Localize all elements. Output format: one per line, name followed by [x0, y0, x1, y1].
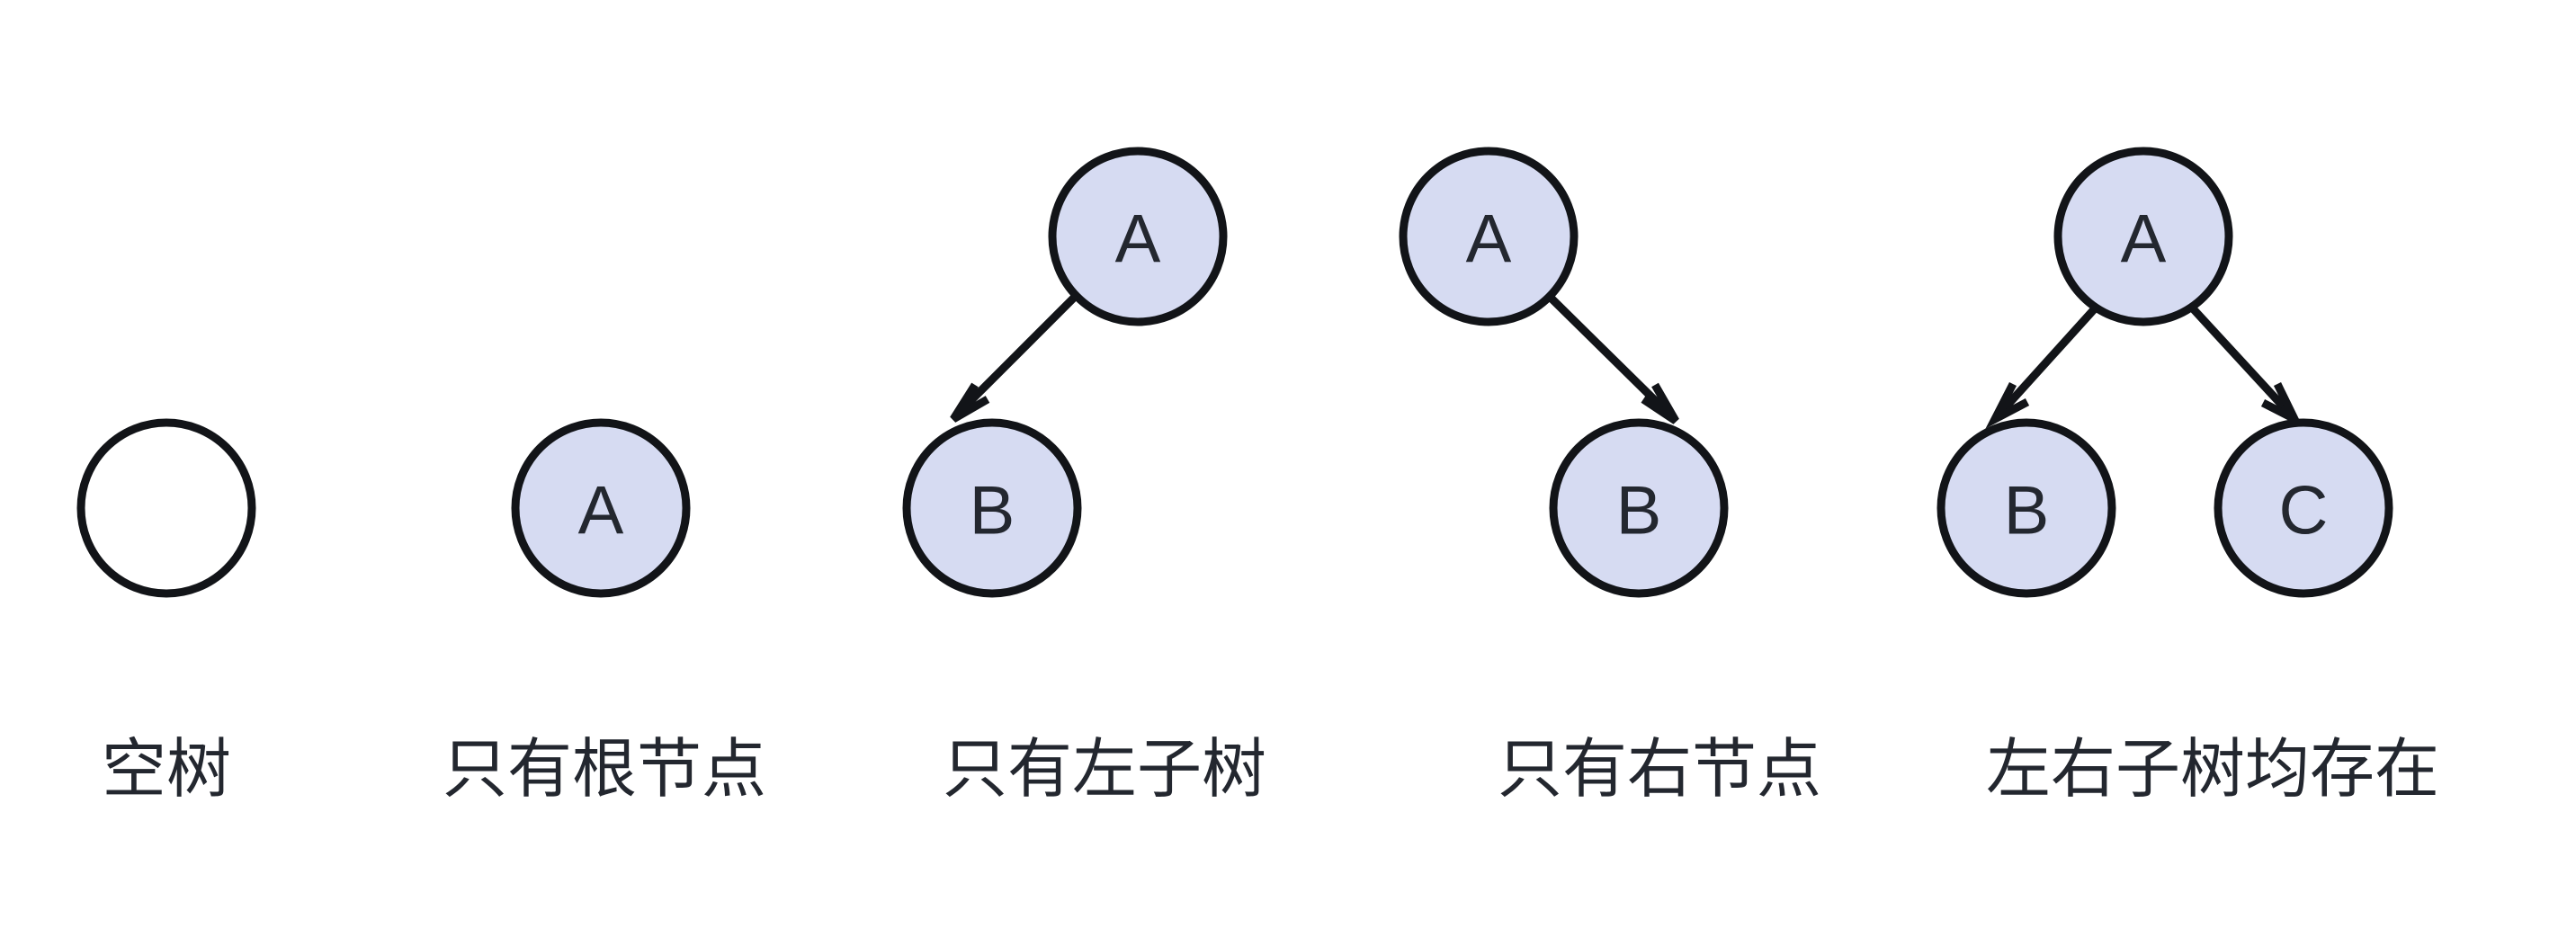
edge-a-to-b-arrowhead — [950, 382, 990, 423]
tree-node-a-label: A — [1466, 201, 1512, 278]
tree-node-b — [902, 418, 1082, 598]
tree-node-a — [2053, 147, 2233, 326]
tree-node-a — [511, 418, 691, 598]
edge-a-to-b-line — [958, 292, 1079, 414]
case-empty-tree — [76, 418, 256, 598]
case-left-subtree-only: A B — [902, 147, 1228, 598]
edge-a-to-b-arrowhead — [1985, 381, 2030, 429]
caption-empty-tree: 空树 — [102, 734, 231, 806]
caption-both-subtrees: 左右子树均存在 — [1986, 734, 2439, 806]
edge-a-to-b-line — [1546, 293, 1670, 415]
tree-node-a-label: A — [2121, 201, 2167, 278]
case-captions: 空树 只有根节点 只有左子树 只有右节点 左右子树均存在 — [102, 734, 2439, 806]
tree-node-b — [1936, 418, 2116, 598]
case-root-only: A — [511, 418, 691, 598]
case-right-subtree-only: A B — [1399, 147, 1729, 598]
tree-node-a — [1048, 147, 1228, 326]
tree-node-b — [1549, 418, 1729, 598]
tree-node-b-label: B — [1616, 473, 1662, 549]
tree-node-b-label: B — [2004, 473, 2050, 549]
edge-a-to-c-arrowhead — [2260, 382, 2303, 429]
tree-node-a — [1399, 147, 1579, 326]
edge-a-to-b-arrowhead — [1641, 382, 1679, 424]
caption-right-subtree-only: 只有右节点 — [1498, 734, 1821, 806]
edge-a-to-c-line — [2188, 304, 2290, 414]
edge-a-to-b-line — [1999, 304, 2099, 414]
caption-root-only: 只有根节点 — [443, 734, 766, 806]
tree-node-c — [2214, 418, 2393, 598]
case-both-subtrees: A B C — [1936, 147, 2393, 598]
caption-left-subtree-only: 只有左子树 — [943, 734, 1266, 806]
tree-node-c-label: C — [2279, 473, 2329, 549]
tree-node-a-label: A — [578, 473, 624, 549]
tree-node-empty — [76, 418, 256, 598]
tree-node-a-label: A — [1115, 201, 1161, 278]
tree-node-b-label: B — [970, 473, 1015, 549]
